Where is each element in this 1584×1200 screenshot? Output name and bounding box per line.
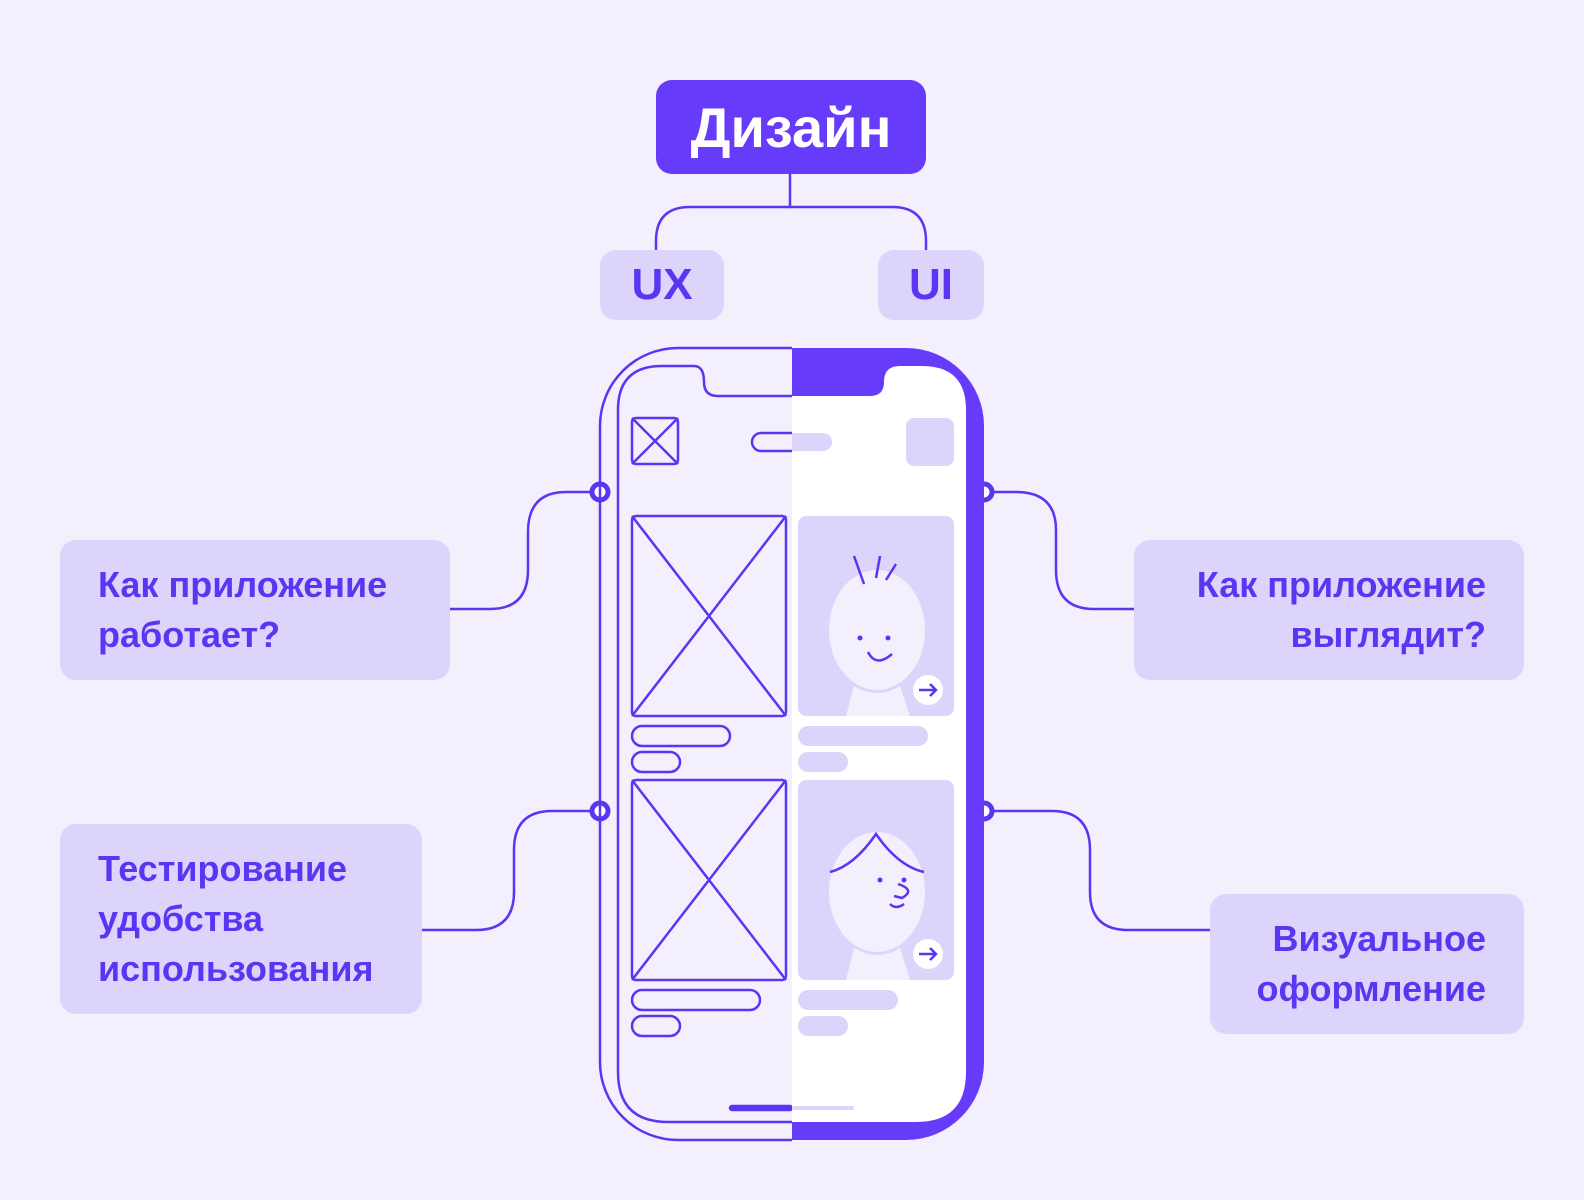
ux-branch-label: UX [600, 250, 724, 320]
ui-question-how-looks: Как приложение выглядит? [1134, 540, 1524, 680]
tree-connectors [654, 174, 928, 250]
side-connectors [422, 490, 1210, 932]
ux-question-testing: Тестирование удобства использования [60, 824, 422, 1014]
ui-question-visual-line-2: оформление [1256, 968, 1486, 1009]
phone-ux-half [598, 346, 792, 1142]
ux-question-testing-line-3: использования [98, 948, 374, 989]
ui-question-visual-line-1: Визуальное [1272, 918, 1486, 959]
ui-branch-label: UI [878, 250, 984, 320]
diagram-title: Дизайн [656, 80, 926, 174]
ux-question-testing-line-2: удобства [98, 898, 264, 939]
phone-ui-half [792, 348, 984, 1140]
ux-question-testing-line-1: Тестирование [98, 848, 348, 889]
ui-question-visual: Визуальное оформление [1210, 894, 1524, 1034]
ui-question-how-looks-line-2: выглядит? [1290, 614, 1486, 655]
ux-question-how-works: Как приложение работает? [60, 540, 450, 680]
ux-question-how-works-line-1: Как приложение [98, 564, 388, 605]
ux-question-how-works-line-2: работает? [98, 614, 281, 655]
ui-question-how-looks-line-1: Как приложение [1196, 564, 1486, 605]
